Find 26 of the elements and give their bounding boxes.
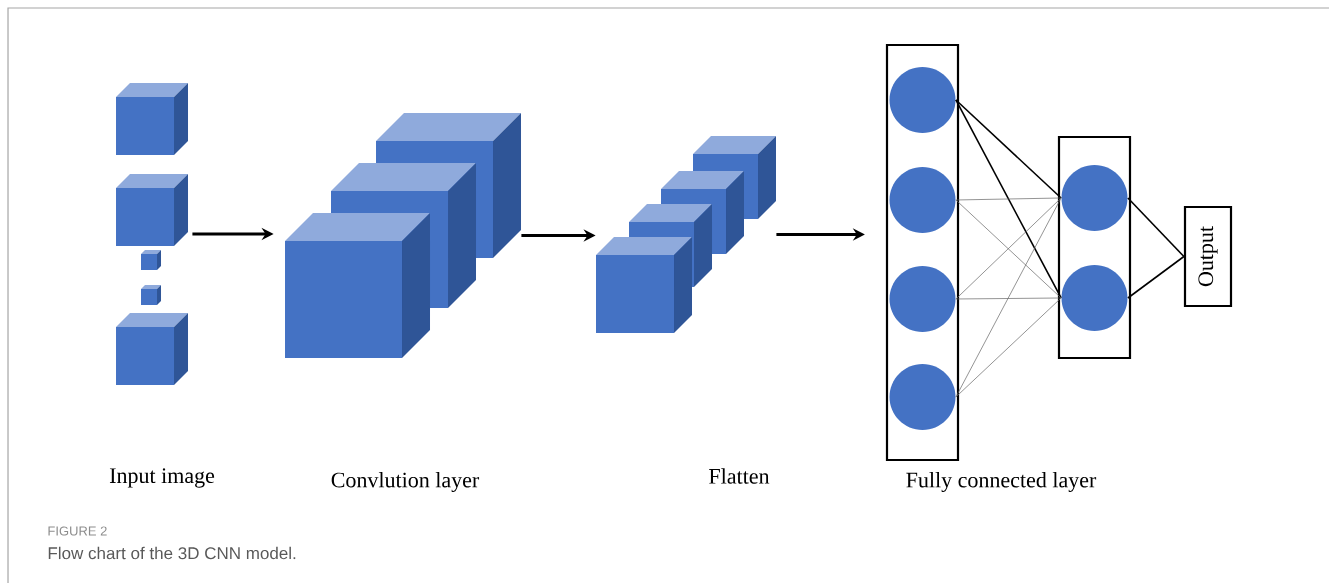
node-label: Input image: [109, 468, 215, 488]
connection-line: [955, 197, 1062, 398]
connection-line: [1127, 197, 1185, 258]
neuron-circle: [889, 266, 956, 332]
output-box: Output: [1183, 205, 1233, 308]
connection-line: [955, 297, 1062, 300]
caption: Flow chart of the 3D CNN model.: [48, 546, 296, 560]
node-label: Flatten: [709, 468, 770, 484]
connection-line: [955, 297, 1062, 398]
neuron-circle: [889, 364, 956, 430]
connection-line: [1127, 255, 1185, 299]
layer-box: Fully connected layer: [885, 43, 1097, 492]
cube-stack: Flatten: [596, 136, 776, 484]
node-label: Fully connected layer: [906, 472, 1097, 492]
neuron-circle: [1061, 265, 1128, 331]
connection-line: [955, 197, 1062, 201]
node-label: Convlution layer: [331, 472, 480, 492]
layer-box: [1057, 135, 1132, 360]
neuron-circle: [889, 67, 956, 133]
neuron-circle: [889, 167, 956, 233]
cube-stack: Input image: [109, 83, 215, 488]
neuron-circle: [1061, 165, 1128, 231]
connection-line: [955, 99, 1062, 199]
connection-line: [955, 99, 1062, 299]
figure-number: FIGURE 2: [48, 526, 107, 536]
cube-stack: Convlution layer: [285, 113, 521, 492]
